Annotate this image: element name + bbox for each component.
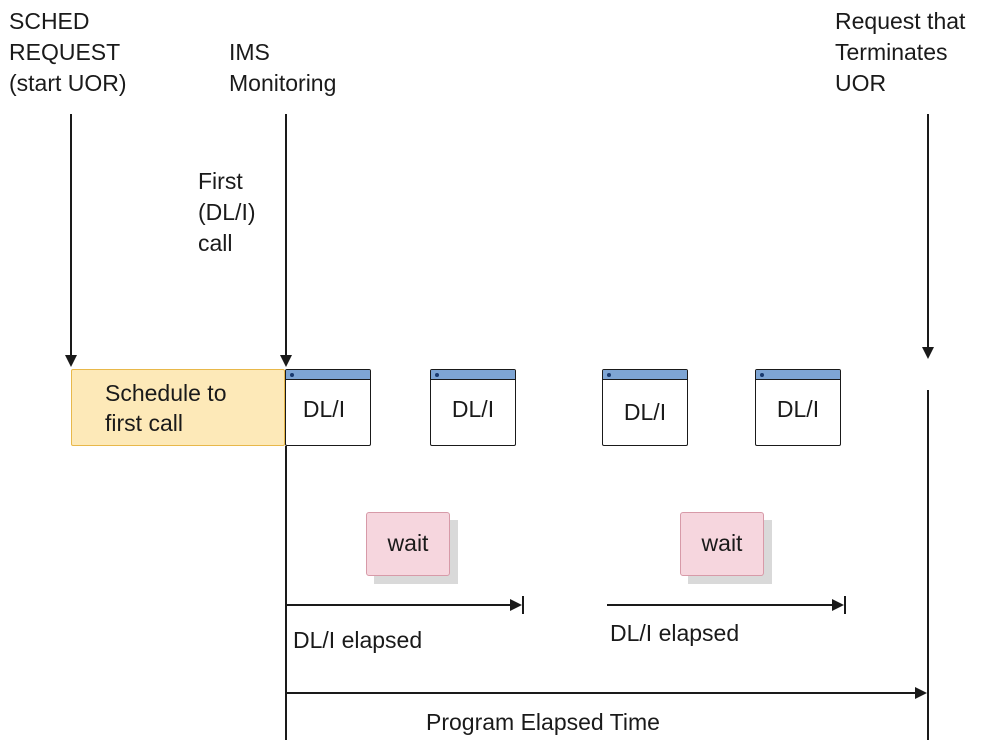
schedule-to-first-call-box: Schedule to first call xyxy=(71,369,285,446)
dli-elapsed-end-tick xyxy=(522,596,524,614)
window-title-bar xyxy=(431,370,515,380)
dli-elapsed-arrowhead xyxy=(832,599,844,611)
sched-request-line-3: (start UOR) xyxy=(9,70,127,96)
sched-request-line-1: SCHED xyxy=(9,8,90,34)
window-dot-icon xyxy=(435,372,439,377)
dli-elapsed-label: DL/I elapsed xyxy=(293,627,423,653)
ims-monitoring-label: IMS Monitoring xyxy=(229,37,336,99)
dli-elapsed-arrowhead xyxy=(510,599,522,611)
wait-box: wait xyxy=(680,512,764,576)
elapsed-start-line xyxy=(285,446,287,740)
request-terminates-line-2: Terminates xyxy=(835,39,948,65)
dli-elapsed-label: DL/I elapsed xyxy=(610,620,740,646)
sched-request-line xyxy=(70,114,72,358)
elapsed-end-line xyxy=(927,390,929,740)
request-terminates-line-3: UOR xyxy=(835,70,887,96)
sched-request-line-2: REQUEST xyxy=(9,39,121,65)
sched-request-arrowhead xyxy=(65,355,77,367)
window-title-bar xyxy=(603,370,687,380)
program-elapsed-arrowhead xyxy=(915,687,927,699)
dli-call-box: DL/I xyxy=(602,369,688,446)
dli-call-label: DL/I xyxy=(302,396,346,422)
ims-monitoring-line xyxy=(285,114,287,358)
program-elapsed-time-label: Program Elapsed Time xyxy=(426,709,660,735)
dli-call-label: DL/I xyxy=(451,396,495,422)
window-title-bar xyxy=(286,370,370,380)
first-call-line-3: call xyxy=(198,230,233,256)
request-terminates-uor-label: Request that Terminates UOR xyxy=(835,6,965,99)
dli-call-box: DL/I xyxy=(430,369,516,446)
window-dot-icon xyxy=(607,372,611,377)
wait-box: wait xyxy=(366,512,450,576)
ims-monitoring-line-2: Monitoring xyxy=(229,70,337,96)
sched-request-label: SCHED REQUEST (start UOR) xyxy=(9,6,127,99)
window-title-bar xyxy=(756,370,840,380)
dli-call-box: DL/I xyxy=(755,369,841,446)
request-terminates-line-1: Request that xyxy=(835,8,966,34)
window-dot-icon xyxy=(290,372,294,377)
terminate-request-arrowhead xyxy=(922,347,934,359)
program-elapsed-arrow-line xyxy=(286,692,916,694)
first-call-line-1: First xyxy=(198,168,243,194)
ims-monitoring-line-1: IMS xyxy=(229,39,270,65)
terminate-request-line xyxy=(927,114,929,349)
schedule-line-2: first call xyxy=(105,410,183,436)
dli-elapsed-end-tick xyxy=(844,596,846,614)
first-call-line-2: (DL/I) xyxy=(198,199,256,225)
window-dot-icon xyxy=(760,372,764,377)
dli-call-label: DL/I xyxy=(776,396,820,422)
schedule-to-first-call-text: Schedule to first call xyxy=(105,378,226,438)
first-dli-call-label: First (DL/I) call xyxy=(198,166,256,259)
dli-call-box: DL/I xyxy=(285,369,371,446)
dli-elapsed-arrow-line xyxy=(607,604,833,606)
schedule-line-1: Schedule to xyxy=(105,380,227,406)
dli-elapsed-arrow-line xyxy=(286,604,511,606)
dli-call-label: DL/I xyxy=(623,399,667,425)
ims-monitoring-arrowhead xyxy=(280,355,292,367)
